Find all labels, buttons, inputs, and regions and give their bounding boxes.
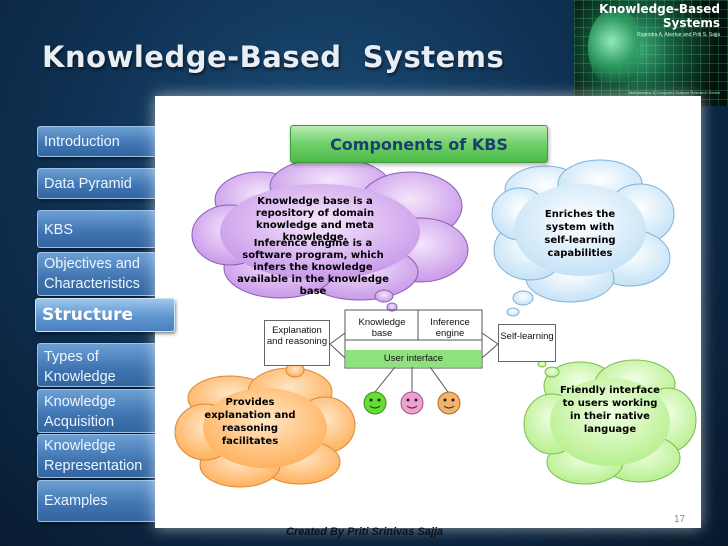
- nav-item-label: KBS: [44, 222, 74, 238]
- nav-item-label: Objectives and Characteristics: [44, 256, 140, 292]
- kbs-structure-frame: [344, 309, 483, 369]
- nav-item-kbs[interactable]: KBS: [37, 210, 162, 248]
- nav-item-structure[interactable]: Structure: [35, 298, 175, 332]
- book-cover-title: Knowledge-Based Systems: [599, 2, 720, 30]
- self-learning-label: Self-learning: [500, 331, 554, 342]
- page-number: 17: [674, 514, 686, 525]
- knowledge-base-label: Knowledge base: [358, 317, 406, 339]
- nav-item-label: Knowledge Representation: [44, 438, 143, 474]
- nav-item-examples[interactable]: Examples: [37, 480, 162, 522]
- cloud-kb-bubbles: [374, 289, 398, 312]
- book-cover-head-graphic: [588, 10, 640, 88]
- cloud-explanation-text: Provides explanation and reasoning facil…: [204, 397, 296, 447]
- self-learning-box: [498, 324, 556, 362]
- cloud-user-interface: [523, 359, 697, 485]
- footer-credit: Created By Priti Srinivas Sajja: [286, 526, 444, 538]
- user-face-pink-icon: [400, 391, 424, 415]
- nav-item-label: Examples: [44, 493, 108, 509]
- cloud-self-learning-bubbles: [506, 290, 534, 317]
- cloud-user-interface-text: Friendly interface to users working in t…: [560, 385, 660, 435]
- book-cover-title-line2: Systems: [662, 16, 720, 30]
- cloud-kb-inference: [191, 157, 469, 301]
- book-cover-series: Mathematics & Computer Science Research …: [628, 90, 720, 95]
- nav-item-label: Knowledge Acquisition: [44, 394, 116, 430]
- kbs-connectors: [329, 332, 499, 393]
- nav-item-label: Data Pyramid: [44, 176, 132, 192]
- nav-item-introduction[interactable]: Introduction: [37, 126, 162, 157]
- cloud-kb-text-1: Knowledge base is a repository of domain…: [255, 196, 375, 243]
- nav-item-label: Structure: [42, 305, 134, 325]
- user-interface-fill: [346, 350, 481, 367]
- diagram-title: Components of KBS: [290, 125, 548, 163]
- explanation-label: Explanation and reasoning: [266, 325, 328, 347]
- user-face-green-icon: [363, 391, 387, 415]
- user-face-orange-icon: [437, 391, 461, 415]
- explanation-box: [264, 320, 330, 366]
- nav-item-types-of-knowledge[interactable]: Types of Knowledge: [37, 343, 162, 387]
- nav-item-label: Types of Knowledge: [44, 349, 116, 385]
- slide-title: Knowledge-Based Systems: [42, 40, 505, 74]
- cloud-self-learning: [491, 159, 675, 303]
- user-interface-label: User interface: [383, 353, 444, 364]
- nav-item-knowledge-acquisition[interactable]: Knowledge Acquisition: [37, 389, 162, 433]
- book-cover-title-line1: Knowledge-Based: [599, 2, 720, 16]
- nav-item-knowledge-representation[interactable]: Knowledge Representation: [37, 434, 162, 478]
- nav-item-objectives-and-characteristics[interactable]: Objectives and Characteristics: [37, 252, 162, 296]
- cloud-self-learning-text: Enriches the system with self-learning c…: [544, 209, 616, 259]
- book-cover-image: Knowledge-Based Systems Rajendra A. Aker…: [574, 0, 728, 106]
- nav-item-data-pyramid[interactable]: Data Pyramid: [37, 168, 162, 199]
- cloud-explanation: [174, 367, 356, 488]
- cloud-kb-text-2: Inference engine is a software program, …: [237, 238, 389, 297]
- inference-engine-label: Inference engine: [430, 317, 470, 339]
- book-cover-authors: Rajendra A. Akerkar and Priti S. Sajja: [637, 32, 720, 38]
- cloud-user-interface-bubbles: [537, 360, 560, 378]
- nav-item-label: Introduction: [44, 134, 120, 150]
